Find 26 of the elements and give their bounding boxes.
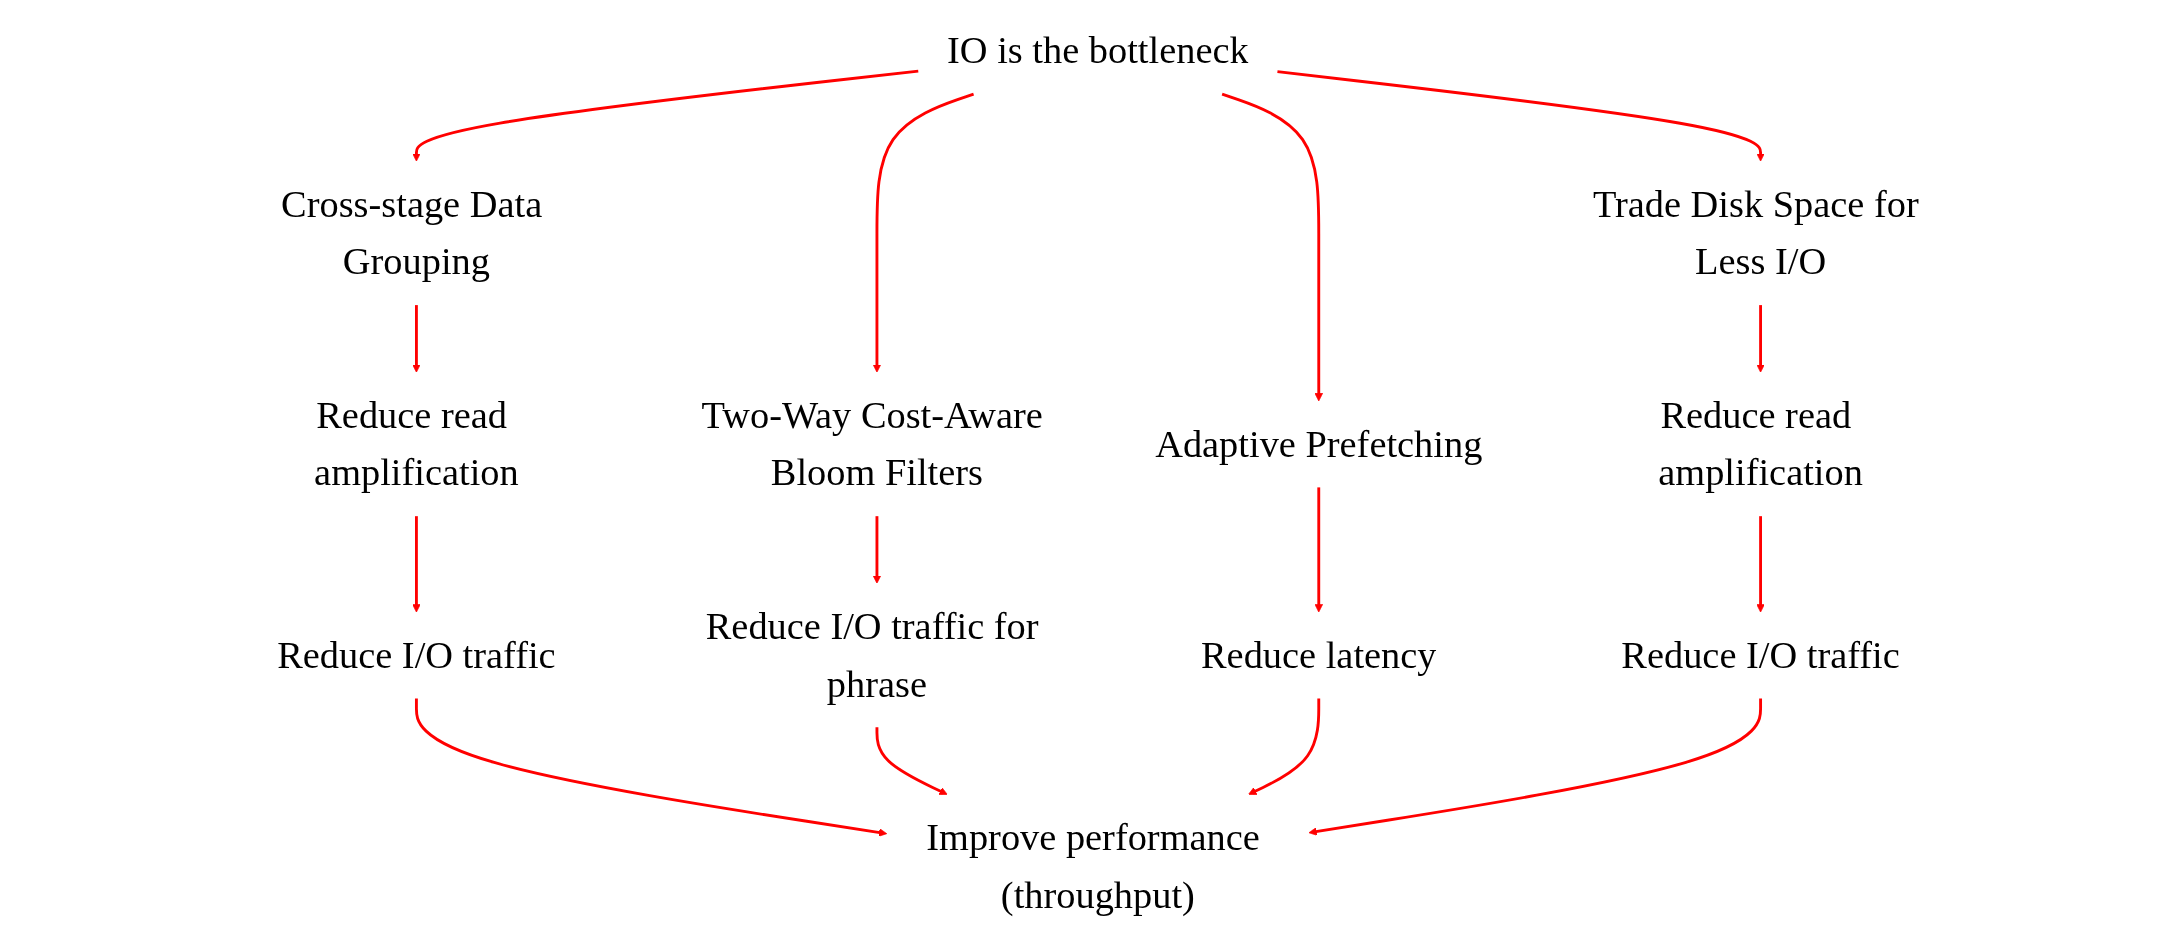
node-text: Reduce read amplification [314,393,519,495]
arrow [1308,698,1762,836]
arrow [412,516,421,613]
arrow [1248,698,1321,795]
arrow [412,69,919,162]
arrow [1277,70,1765,162]
node-text: Trade Disk Space for Less I/O [1592,182,1919,284]
node-text: Reduce latency [1201,633,1437,677]
arrow [1756,305,1765,373]
node-text: Adaptive Prefetching [1155,422,1483,466]
node-text: Reduce I/O traffic for phrase [705,604,1039,706]
node-text: Two-Way Cost-Aware Bloom Filters [701,393,1043,495]
arrow [412,305,421,373]
node-text: Improve performance (throughput) [926,815,1260,917]
node-text: Reduce I/O traffic [277,633,556,677]
arrow [875,727,948,795]
arrow [415,698,888,837]
arrow [872,92,975,373]
node-text: Reduce I/O traffic [1621,633,1900,677]
arrow [1314,487,1323,613]
node-text: Reduce read amplification [1658,393,1863,495]
arrow [1756,516,1765,613]
arrow [1221,92,1323,402]
node-text: IO is the bottleneck [947,28,1249,72]
node-text: Cross-stage Data Grouping [281,182,543,284]
arrow [872,516,882,584]
